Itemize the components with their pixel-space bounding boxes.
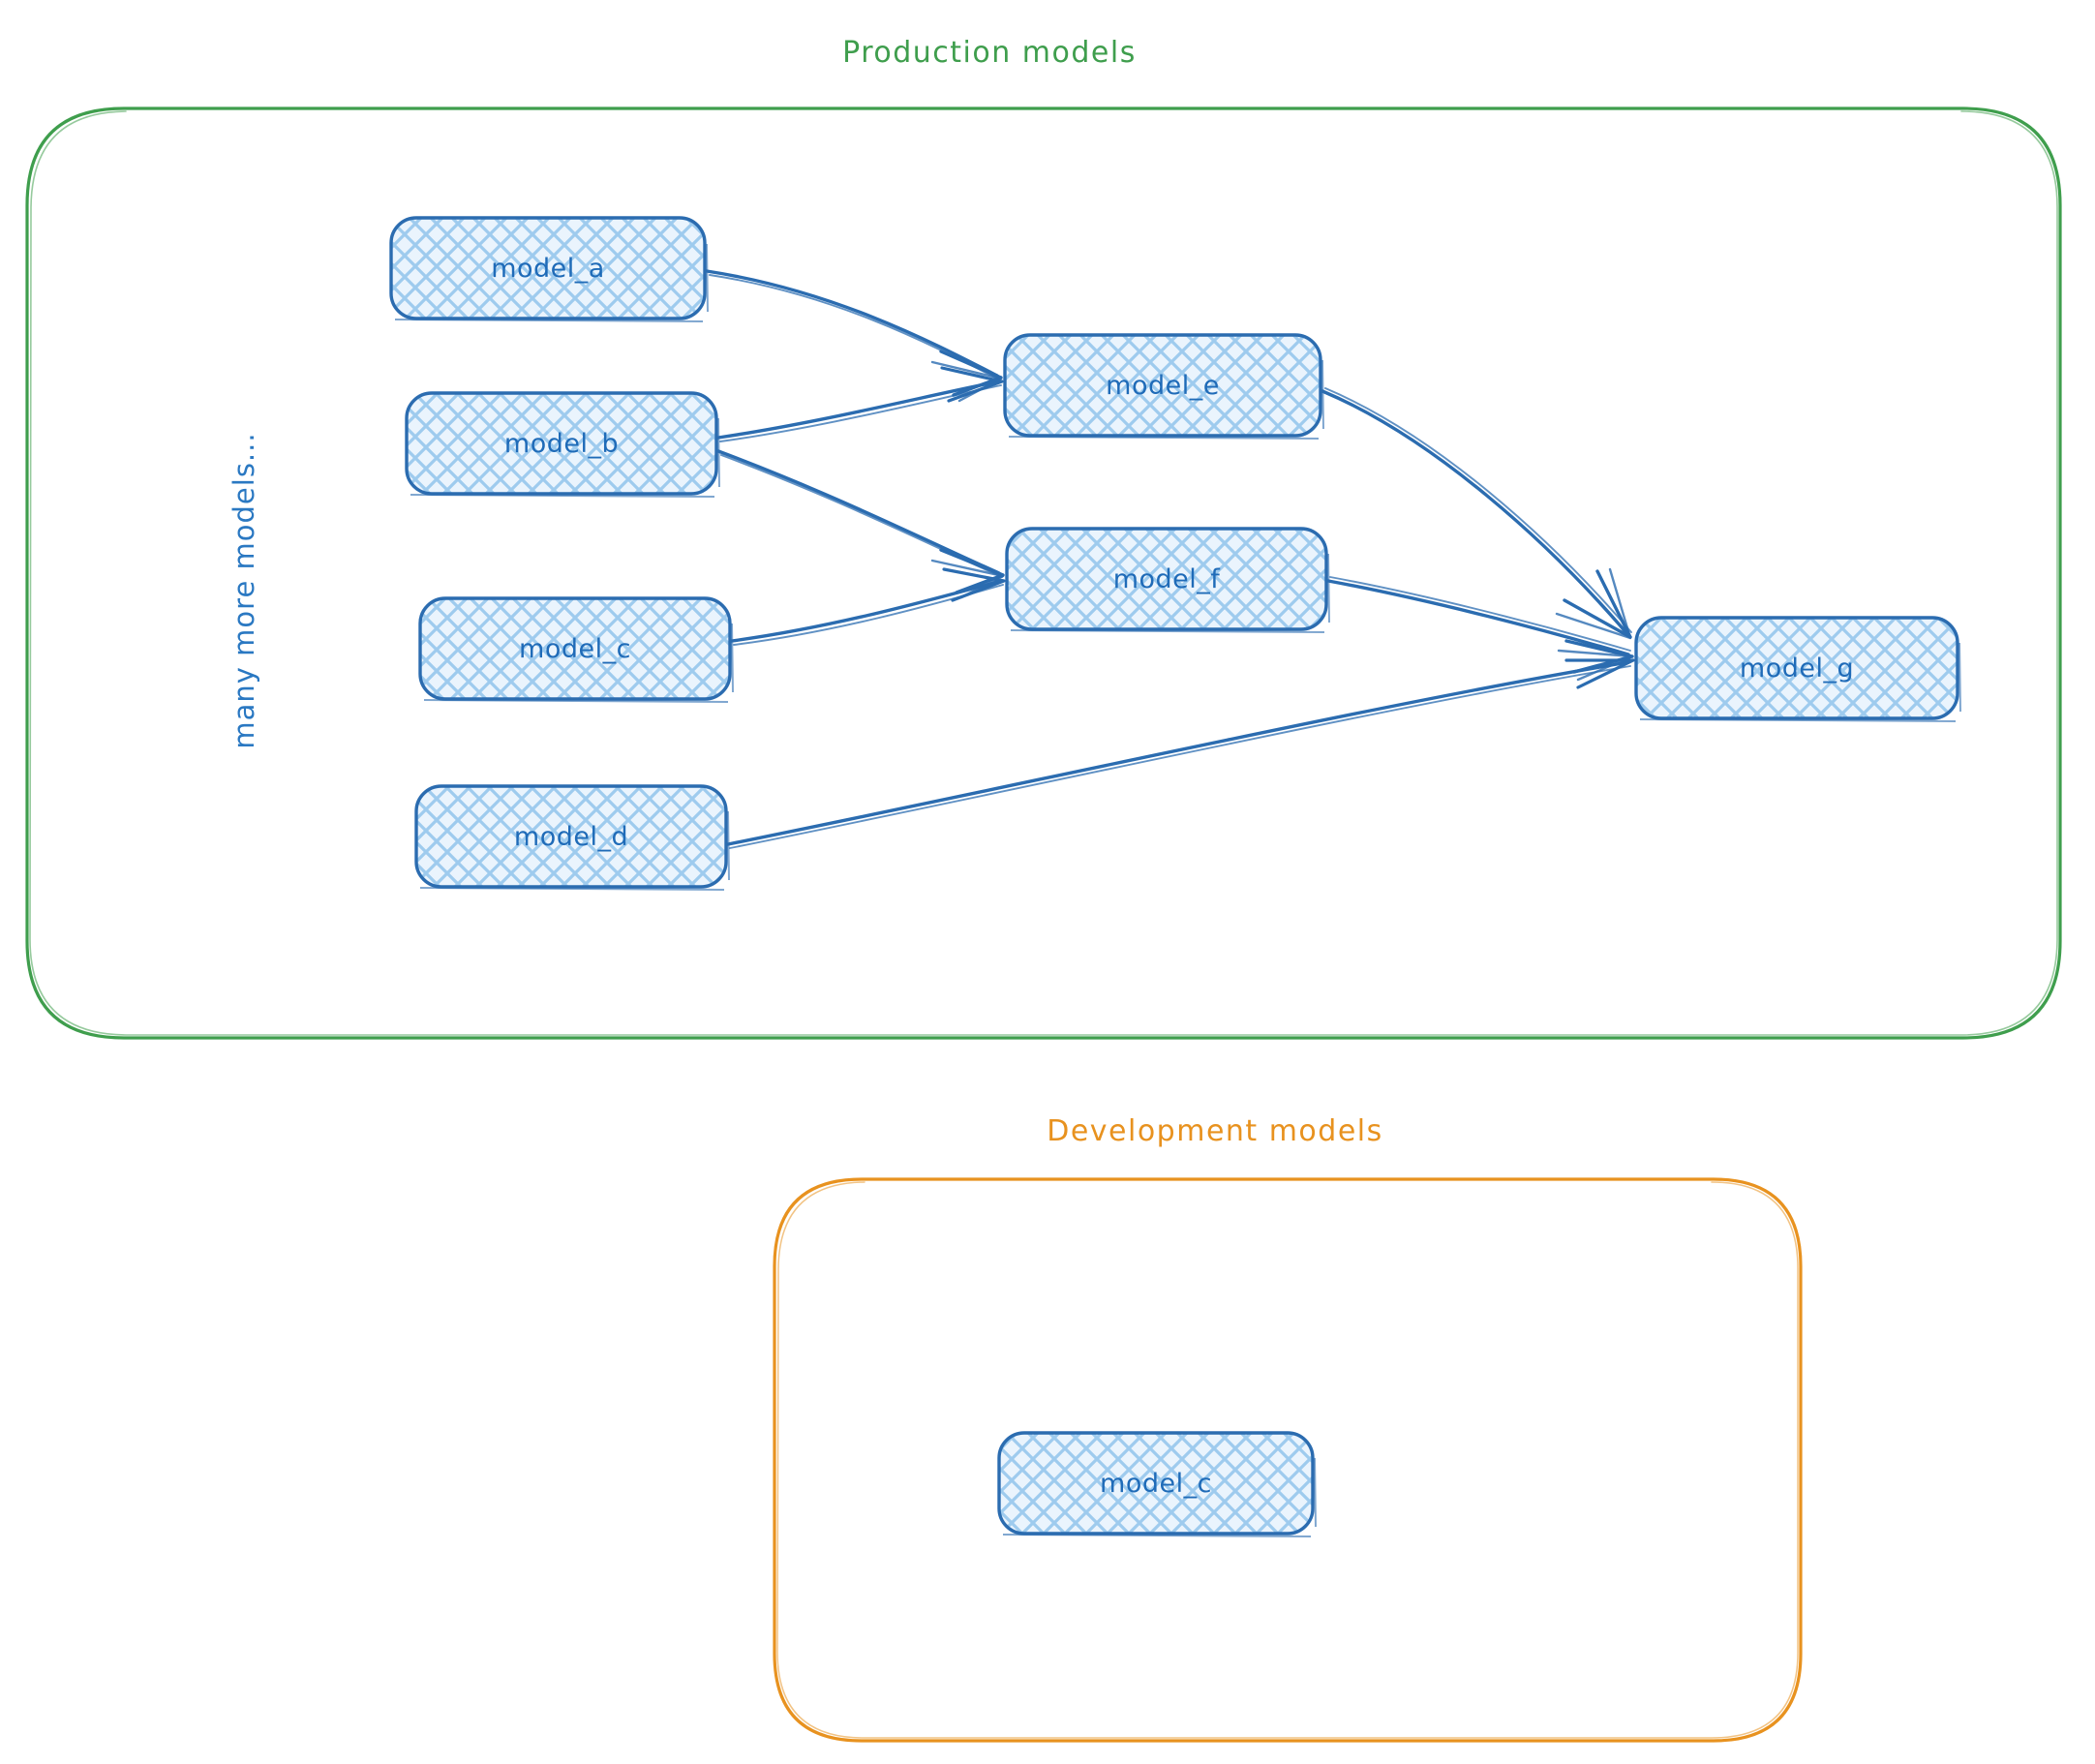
group-container-production xyxy=(25,106,2062,1040)
development-group-title: Development models xyxy=(1047,1114,1383,1148)
node-layer: model_a model_b model_c model_d mode xyxy=(389,216,1961,1537)
node-model_b[interactable]: model_b xyxy=(405,391,720,498)
edge-model_a-model_e xyxy=(705,269,1003,403)
group-container-development xyxy=(773,1177,1803,1743)
node-label: model_e xyxy=(1106,371,1220,401)
edge-model_b-model_b-model_e xyxy=(716,366,1004,442)
production-group-title: Production models xyxy=(842,36,1137,70)
edge-model_b-model_f xyxy=(716,449,1005,599)
node-model_a[interactable]: model_a xyxy=(389,216,709,322)
edge-layer xyxy=(705,269,1635,849)
edge-model_f-model_g xyxy=(1326,576,1634,682)
edge-model_c-model_f xyxy=(730,567,1006,646)
node-dev-model_c[interactable]: model_c xyxy=(997,1431,1317,1537)
node-label: model_b xyxy=(504,429,619,459)
node-model_f[interactable]: model_f xyxy=(1005,527,1330,633)
edge-model_e-model_g xyxy=(1321,387,1632,640)
node-model_c[interactable]: model_c xyxy=(418,596,734,703)
many-more-models-note: many more models... xyxy=(228,432,260,748)
node-label: model_d xyxy=(514,822,628,852)
node-model_e[interactable]: model_e xyxy=(1003,333,1324,440)
edge-model_d-model_g xyxy=(726,658,1635,849)
node-label: model_g xyxy=(1740,654,1854,684)
node-label: model_c xyxy=(519,634,631,664)
node-model_g[interactable]: model_g xyxy=(1634,616,1961,722)
node-label: model_f xyxy=(1113,564,1222,594)
node-label: model_c xyxy=(1100,1469,1212,1499)
node-model_d[interactable]: model_d xyxy=(414,784,730,891)
node-label: model_a xyxy=(491,254,605,284)
